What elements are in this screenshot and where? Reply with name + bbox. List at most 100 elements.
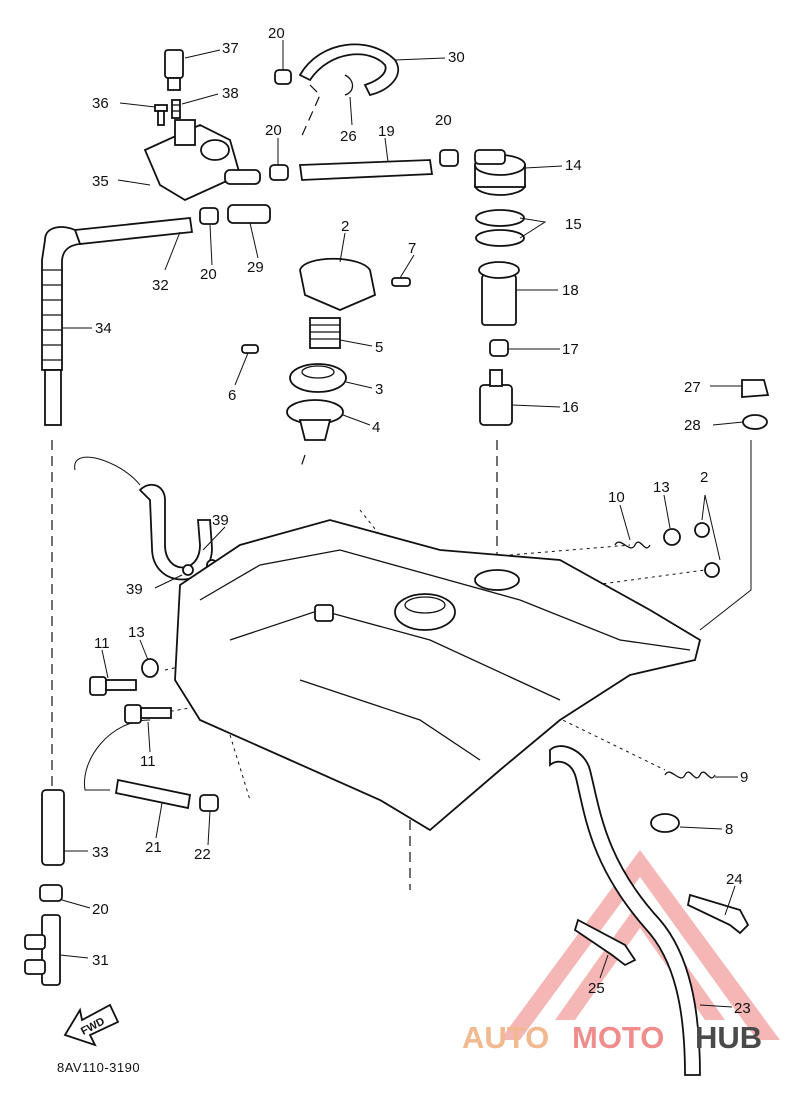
label-2-b: 2: [700, 469, 708, 486]
part-20-clamp-a: [274, 69, 292, 85]
watermark-part3: HUB: [695, 1020, 762, 1055]
part-9-spring: [664, 771, 716, 779]
part-38-screw: [171, 99, 181, 119]
label-22: 22: [194, 846, 211, 863]
part-14-filter-cap: [474, 149, 526, 196]
part-11-bolt-a: [89, 676, 137, 696]
label-21: 21: [145, 839, 162, 856]
part-39-vent-hose: [138, 483, 218, 581]
watermark-triangle-logo: [500, 850, 780, 1040]
label-24: 24: [726, 871, 743, 888]
part-28-washer: [742, 414, 768, 430]
part-5-spring: [309, 317, 341, 349]
part-18-strainer: [478, 261, 520, 326]
part-6-pin: [241, 344, 259, 354]
leader-lines: [59, 40, 744, 1008]
part-2-cap-clamp: [299, 257, 377, 311]
label-36: 36: [92, 95, 109, 112]
label-17: 17: [562, 341, 579, 358]
label-9: 9: [740, 769, 748, 786]
part-13-washer-a: [663, 528, 681, 546]
part-4-gasket: [286, 399, 344, 441]
drawing-code: 8AV110-3190: [57, 1060, 140, 1075]
label-34: 34: [95, 320, 112, 337]
part-11-bolt-b: [124, 704, 172, 724]
label-7: 7: [408, 240, 416, 257]
part-26-clip: [344, 74, 354, 96]
watermark-text: AUTO MOTO HUB: [462, 1020, 762, 1055]
part-37-fitting: [164, 49, 184, 91]
label-20-c: 20: [435, 112, 452, 129]
label-8: 8: [725, 821, 733, 838]
part-22-clip: [199, 794, 219, 812]
label-29: 29: [247, 259, 264, 276]
part-20-clamp-b: [269, 164, 289, 181]
part-21-tube: [114, 778, 192, 810]
part-31-t-joint: [24, 914, 61, 986]
part-30-hose: [298, 43, 400, 97]
watermark-part1: AUTO: [462, 1020, 549, 1055]
label-6: 6: [228, 387, 236, 404]
part-36-screw: [154, 104, 168, 126]
part-25-band: [573, 918, 637, 967]
label-20-d: 20: [200, 266, 217, 283]
part-10-spring: [614, 541, 651, 549]
part-labels: 37 20 30 36 38 26 20 19 20 14 35 15 32 2…: [92, 25, 751, 1017]
label-33: 33: [92, 844, 109, 861]
label-3: 3: [375, 381, 383, 398]
label-14: 14: [565, 157, 582, 174]
part-15-o-rings: [475, 209, 525, 247]
label-38: 38: [222, 85, 239, 102]
part-2-clip-b: [694, 522, 720, 578]
label-35: 35: [92, 173, 109, 190]
label-11-b: 11: [140, 753, 156, 770]
label-25: 25: [588, 980, 605, 997]
part-27-nut: [741, 379, 770, 398]
fuel-tank-body: [174, 519, 702, 832]
label-30: 30: [448, 49, 465, 66]
part-8-grommet: [650, 813, 680, 833]
part-32-hose: [73, 217, 194, 245]
part-3-ring: [289, 363, 347, 393]
part-29-fitting: [227, 204, 271, 224]
label-27: 27: [684, 379, 701, 396]
part-20-clamp-d: [199, 207, 219, 225]
part-24-band: [686, 893, 750, 935]
fwd-arrow: [63, 1003, 120, 1047]
label-13-b: 13: [128, 624, 145, 641]
label-28: 28: [684, 417, 701, 434]
label-5: 5: [375, 339, 383, 356]
part-33-tube: [41, 789, 65, 866]
label-26: 26: [340, 128, 357, 145]
part-23-drain-hose: [549, 745, 701, 1076]
part-20-clamp-e: [39, 884, 63, 902]
label-20-b: 20: [265, 122, 282, 139]
label-19: 19: [378, 123, 395, 140]
label-31: 31: [92, 952, 109, 969]
watermark-part2: MOTO: [572, 1020, 664, 1055]
label-37: 37: [222, 40, 239, 57]
part-7-pin: [391, 277, 411, 287]
label-11-a: 11: [94, 635, 110, 652]
label-18: 18: [562, 282, 579, 299]
part-13-washer-b: [141, 658, 159, 678]
label-32: 32: [152, 277, 169, 294]
label-10: 10: [608, 489, 625, 506]
label-39-a: 39: [212, 512, 229, 529]
part-16-fuel-sender: [479, 369, 513, 426]
label-23: 23: [734, 1000, 751, 1017]
label-16: 16: [562, 399, 579, 416]
label-20-e: 20: [92, 901, 109, 918]
label-39-b: 39: [126, 581, 143, 598]
part-34-corrugated-hose: [41, 226, 82, 426]
label-2-a: 2: [341, 218, 349, 235]
part-20-clamp-c: [439, 149, 459, 167]
part-17-clip: [489, 339, 509, 357]
label-15: 15: [565, 216, 582, 233]
part-19-hose: [298, 159, 434, 181]
label-4: 4: [372, 419, 380, 436]
part-35-fuel-cock: [143, 119, 261, 202]
label-13-a: 13: [653, 479, 670, 496]
label-20-a: 20: [268, 25, 285, 42]
